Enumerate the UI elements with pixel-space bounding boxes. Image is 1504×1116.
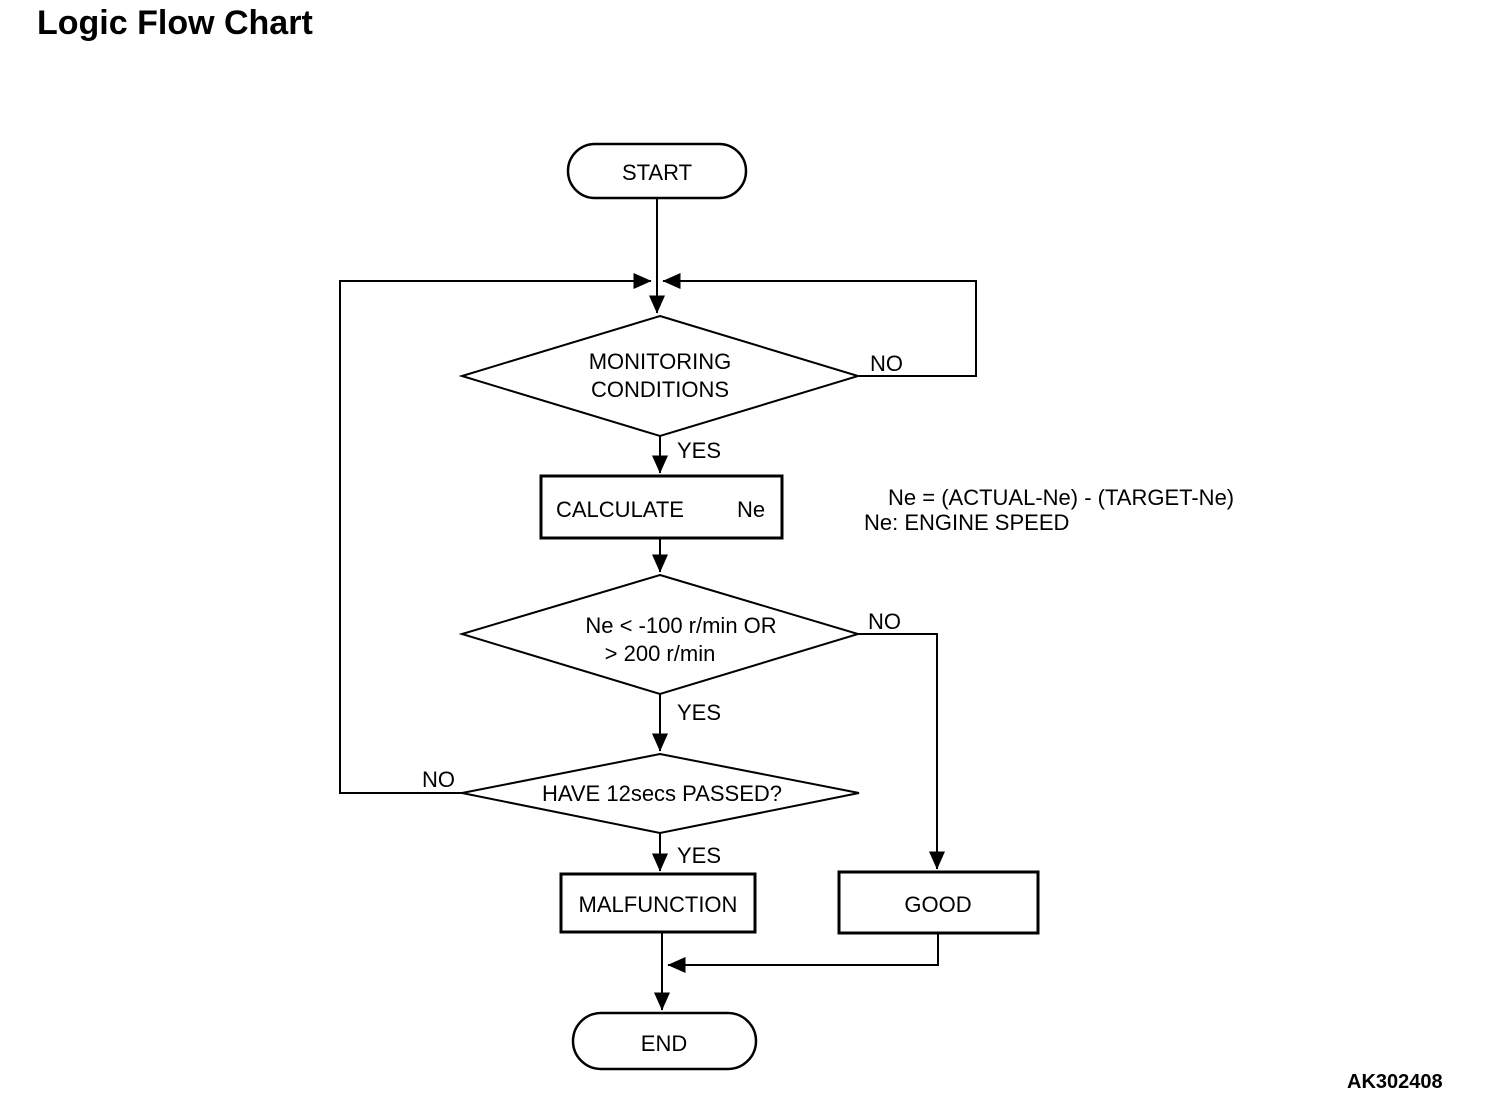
passed-no-label: NO [422, 767, 455, 792]
ne-range-label-line2: > 200 r/min [605, 641, 716, 666]
malfunction-label: MALFUNCTION [579, 892, 738, 917]
ne-range-label-line1: Ne < -100 r/min OR [585, 613, 776, 638]
calculate-ne-node [539, 474, 784, 540]
calculate-label: CALCULATE [556, 497, 684, 522]
figure-code: AK302408 [1347, 1071, 1443, 1093]
good-node [837, 870, 1040, 935]
ne-range-yes-label: YES [677, 700, 721, 725]
ne-range-no-label: NO [868, 609, 901, 634]
edge-monitoring-no-loop [662, 273, 977, 377]
start-label: START [622, 160, 692, 185]
passed-yes-label: YES [677, 843, 721, 868]
monitoring-conditions-node [458, 314, 862, 438]
ne-formula-note-line2: Ne: ENGINE SPEED [864, 510, 1069, 535]
calculate-operand-label: Ne [737, 497, 765, 522]
edge-good-to-end-merge [667, 933, 939, 973]
monitoring-no-label: NO [870, 351, 903, 376]
malfunction-node [559, 872, 757, 934]
monitoring-yes-label: YES [677, 438, 721, 463]
12secs-passed-label: HAVE 12secs PASSED? [542, 781, 782, 806]
ne-range-check-node [458, 573, 862, 696]
12secs-passed-node [461, 752, 860, 835]
page-title: Logic Flow Chart [37, 4, 313, 42]
edge-ne-check-no-to-good [858, 633, 945, 870]
monitoring-conditions-label-line1: MONITORING [589, 349, 732, 374]
start-node [566, 142, 748, 200]
end-label: END [641, 1031, 687, 1056]
ne-formula-note-line1: Ne = (ACTUAL-Ne) - (TARGET-Ne) [888, 485, 1234, 510]
monitoring-conditions-label-line2: CONDITIONS [591, 377, 729, 402]
good-label: GOOD [904, 892, 971, 917]
end-node [571, 1011, 758, 1071]
edge-passed-no-loop [339, 273, 652, 794]
